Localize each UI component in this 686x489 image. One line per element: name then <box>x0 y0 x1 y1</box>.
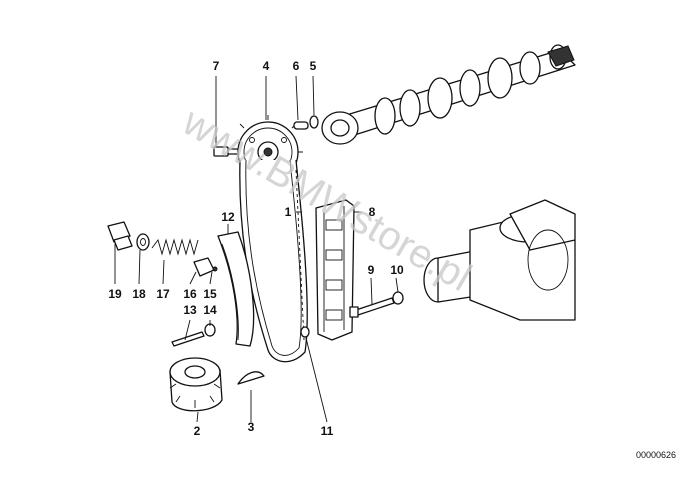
callout-2: 2 <box>194 424 201 438</box>
pin-13 <box>171 331 205 347</box>
callout-17: 17 <box>156 287 170 301</box>
callout-18: 18 <box>132 287 146 301</box>
woodruff-key <box>237 371 265 385</box>
guide-bolt <box>349 297 395 318</box>
leader-lines <box>114 75 399 423</box>
crankshaft-sprocket <box>169 357 223 412</box>
compression-spring <box>151 238 199 256</box>
washer-10 <box>392 291 404 305</box>
gasket-ring <box>136 233 150 251</box>
bolt <box>213 146 239 157</box>
washer-5 <box>309 115 319 129</box>
callout-19: 19 <box>108 287 122 301</box>
callout-5: 5 <box>310 59 317 73</box>
crankshaft <box>423 199 576 321</box>
camshaft <box>321 44 576 145</box>
piston <box>193 257 218 277</box>
screw-plug <box>107 221 133 251</box>
callout-8: 8 <box>369 205 376 219</box>
callout-11: 11 <box>321 424 334 438</box>
callout-14: 14 <box>203 303 217 317</box>
dowel-pin <box>293 121 309 130</box>
callout-4: 4 <box>263 59 270 73</box>
callout-9: 9 <box>368 263 375 277</box>
tensioner-rail <box>217 231 255 347</box>
callout-16: 16 <box>183 287 197 301</box>
callout-12: 12 <box>221 210 235 224</box>
document-id: 00000626 <box>636 450 676 460</box>
bushing <box>300 326 310 338</box>
callout-1: 1 <box>285 205 292 219</box>
callout-15: 15 <box>203 287 217 301</box>
callout-13: 13 <box>183 303 197 317</box>
callout-6: 6 <box>293 59 300 73</box>
callout-10: 10 <box>390 263 404 277</box>
callout-7: 7 <box>213 59 220 73</box>
callout-labels: 7 4 6 5 1 8 12 19 18 17 16 15 13 14 9 10… <box>108 59 404 438</box>
guide-rail <box>315 199 355 341</box>
callout-3: 3 <box>248 420 255 434</box>
